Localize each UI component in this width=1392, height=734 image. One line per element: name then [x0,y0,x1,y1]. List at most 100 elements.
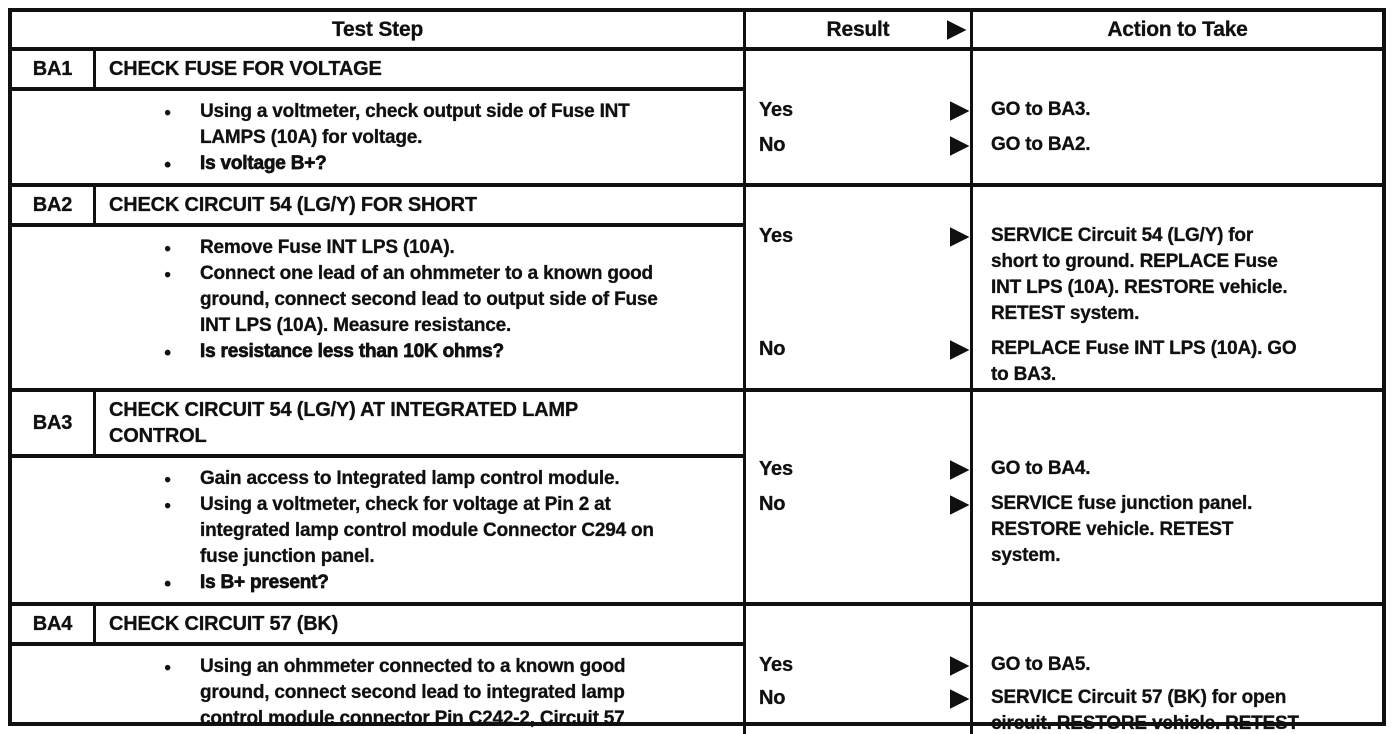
step-instructions: ● Using an ohmmeter connected to a known… [12,646,743,734]
table-body: BA1 CHECK FUSE FOR VOLTAGE ● Using a vol… [12,47,1382,734]
outcomes: Yes ▶ SERVICE Circuit 54 (LG/Y) for shor… [746,187,1382,388]
result-cell: No ▶ [746,131,973,159]
step-title-row: BA3 CHECK CIRCUIT 54 (LG/Y) AT INTEGRATE… [12,392,743,458]
step-code: BA2 [12,187,96,223]
action-text: SERVICE Circuit 54 (LG/Y) for short to g… [991,225,1288,324]
bullet-icon: ● [164,472,172,486]
result-cell: Yes ▶ [746,651,973,679]
column-header-result: Result ▶ [746,12,973,47]
result-arrow-icon: ▶ [950,455,968,481]
step-code: BA4 [12,606,96,642]
instruction-item: ● Is resistance less than 10K ohms? [162,339,729,365]
instruction-text: Using a voltmeter, check output side of … [200,101,630,148]
test-step-cell: BA3 CHECK CIRCUIT 54 (LG/Y) AT INTEGRATE… [12,392,746,602]
result-arrow-icon: ▶ [950,335,968,361]
instruction-text: Remove Fuse INT LPS (10A). [200,237,455,258]
instruction-item: ● Is B+ present? [162,570,729,596]
instruction-text: Is B+ present? [200,572,330,594]
bullet-icon: ● [164,576,172,591]
action-text: GO to BA3. [991,99,1091,120]
outcome-row: Yes ▶ GO to BA3. [746,96,1382,124]
column-header-test-step-label: Test Step [331,17,424,41]
instruction-item: ● Remove Fuse INT LPS (10A). [162,235,729,261]
step-title-row: BA2 CHECK CIRCUIT 54 (LG/Y) FOR SHORT [12,187,743,227]
bullet-icon: ● [164,498,172,512]
step-title-row: BA1 CHECK FUSE FOR VOLTAGE [12,51,743,91]
instruction-text: Is resistance less than 10K ohms? [200,341,505,363]
bullet-icon: ● [164,157,172,172]
outcomes: Yes ▶ GO to BA5. No ▶ SERVICE Circuit 57… [746,606,1382,734]
step-instructions: ● Using a voltmeter, check output side o… [12,91,743,183]
step-title: CHECK CIRCUIT 57 (BK) [109,613,339,635]
result-label: Yes [759,99,793,121]
result-cell: Yes ▶ [746,455,973,483]
bullet-icon: ● [164,660,172,674]
test-step-cell: BA4 CHECK CIRCUIT 57 (BK) ● Using an ohm… [12,606,746,734]
result-cell: Yes ▶ [746,96,973,124]
action-text: GO to BA2. [991,134,1091,155]
result-arrow-icon: ▶ [950,222,968,248]
result-arrow-icon: ▶ [950,131,968,157]
instruction-text: Is voltage B+? [200,153,327,175]
instruction-item: ● Using a voltmeter, check output side o… [162,99,729,151]
outcomes: Yes ▶ GO to BA4. No ▶ SERVICE fuse junct… [746,392,1382,602]
outcome-row: No ▶ REPLACE Fuse INT LPS (10A). GO to B… [746,335,1382,388]
instruction-text: Using an ohmmeter connected to a known g… [200,656,626,734]
action-text: SERVICE Circuit 57 (BK) for open circuit… [991,687,1299,734]
result-arrow-icon: ▶ [950,651,968,677]
outcome-row: Yes ▶ SERVICE Circuit 54 (LG/Y) for shor… [746,222,1382,327]
test-step-row: BA4 CHECK CIRCUIT 57 (BK) ● Using an ohm… [12,602,1382,734]
instruction-item: ● Using a voltmeter, check for voltage a… [162,492,729,570]
test-step-row: BA1 CHECK FUSE FOR VOLTAGE ● Using a vol… [12,47,1382,183]
result-label: Yes [759,225,793,247]
result-label: Yes [759,458,793,480]
result-label: No [759,338,786,360]
instruction-text: Connect one lead of an ohmmeter to a kno… [200,263,658,336]
test-step-cell: BA1 CHECK FUSE FOR VOLTAGE ● Using a vol… [12,51,746,183]
column-header-test-step: Test Step [12,12,746,47]
column-header-action-label: Action to Take [1107,17,1248,41]
instruction-text: Gain access to Integrated lamp control m… [200,468,620,489]
bullet-icon: ● [164,105,172,119]
outcome-row: No ▶ GO to BA2. [746,131,1382,159]
action-text: SERVICE fuse junction panel. RESTORE veh… [991,493,1253,566]
outcomes: Yes ▶ GO to BA3. No ▶ GO to BA2. [746,51,1382,183]
result-label: Yes [759,654,793,676]
outcome-row: Yes ▶ GO to BA4. [746,455,1382,483]
instruction-item: ● Using an ohmmeter connected to a known… [162,654,729,734]
result-arrow-icon: ▶ [950,684,968,710]
result-arrow-icon: ▶ [947,15,965,41]
step-instructions: ● Gain access to Integrated lamp control… [12,458,743,602]
column-header-action: Action to Take [973,12,1382,47]
result-label: No [759,687,786,709]
result-cell: Yes ▶ [746,222,973,327]
outcome-row: No ▶ SERVICE fuse junction panel. RESTOR… [746,490,1382,569]
result-arrow-icon: ▶ [950,490,968,516]
instruction-text: Using a voltmeter, check for voltage at … [200,494,654,567]
outcome-row: Yes ▶ GO to BA5. [746,651,1382,679]
table-header-row: Test Step Result ▶ Action to Take [12,12,1382,47]
bullet-icon: ● [164,267,172,281]
instruction-item: ● Is voltage B+? [162,151,729,177]
action-text: REPLACE Fuse INT LPS (10A). GO to BA3. [991,338,1297,385]
step-title: CHECK FUSE FOR VOLTAGE [109,58,382,80]
step-title-row: BA4 CHECK CIRCUIT 57 (BK) [12,606,743,646]
step-instructions: ● Remove Fuse INT LPS (10A). ● Connect o… [12,227,743,371]
action-text: GO to BA4. [991,458,1091,479]
bullet-icon: ● [164,241,172,255]
column-header-result-label: Result [826,17,890,41]
instruction-item: ● Gain access to Integrated lamp control… [162,466,729,492]
diagnostic-test-table: Test Step Result ▶ Action to Take BA1 CH… [8,8,1386,734]
action-text: GO to BA5. [991,654,1091,675]
step-title: CHECK CIRCUIT 54 (LG/Y) FOR SHORT [109,194,477,216]
result-cell: No ▶ [746,335,973,388]
result-cell: No ▶ [746,490,973,569]
test-step-row: BA3 CHECK CIRCUIT 54 (LG/Y) AT INTEGRATE… [12,388,1382,602]
step-title: CHECK CIRCUIT 54 (LG/Y) AT INTEGRATED LA… [109,399,579,447]
step-code: BA1 [12,51,96,87]
result-arrow-icon: ▶ [950,96,968,122]
instruction-item: ● Connect one lead of an ohmmeter to a k… [162,261,729,339]
result-label: No [759,134,786,156]
result-label: No [759,493,786,515]
